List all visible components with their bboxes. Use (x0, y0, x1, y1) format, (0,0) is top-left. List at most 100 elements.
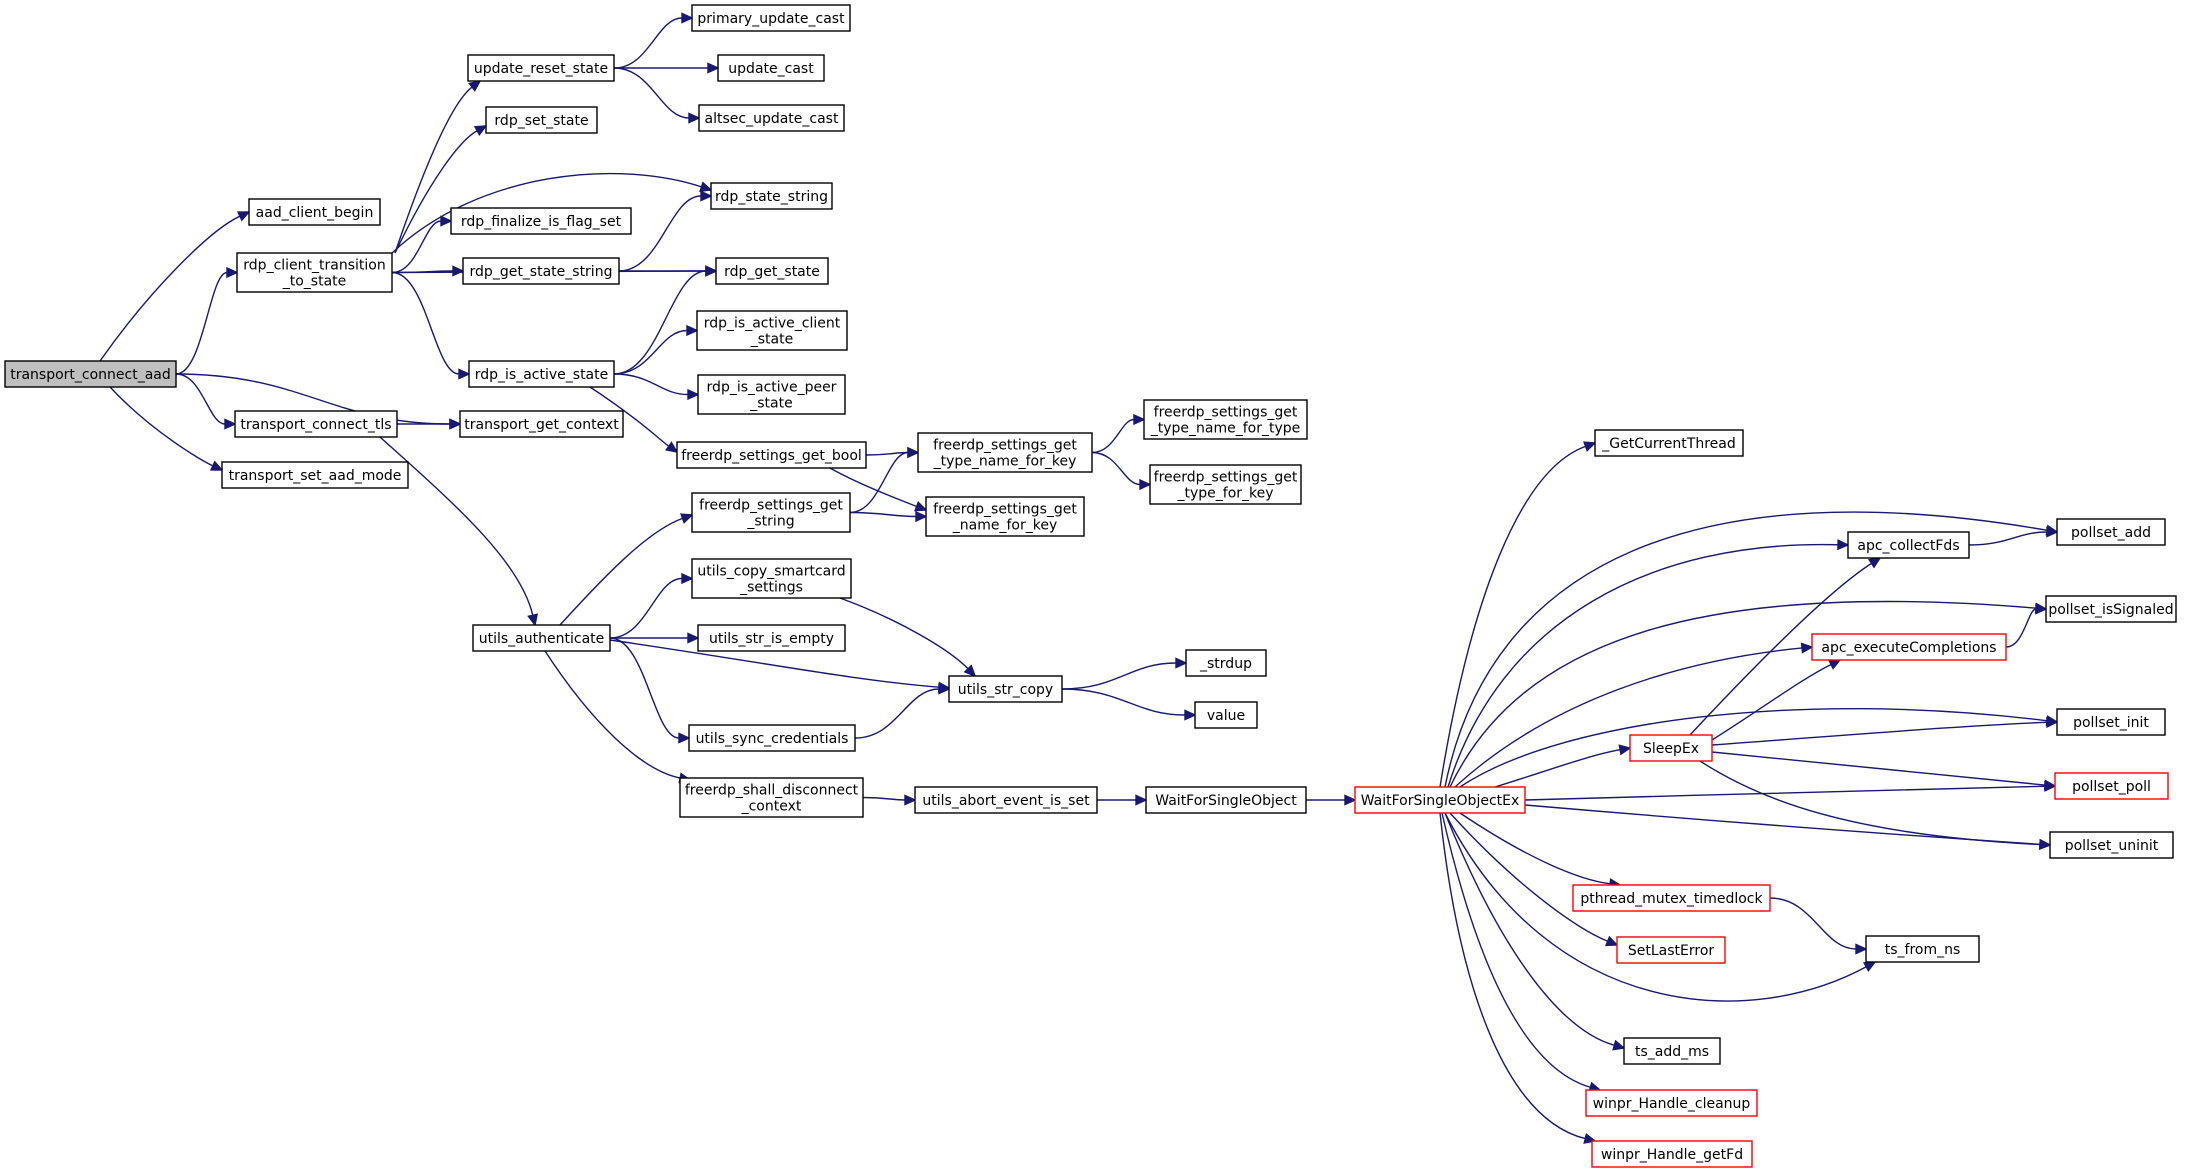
node-box[interactable] (462, 257, 620, 285)
node-box[interactable] (1143, 399, 1308, 440)
node-transport-set-aad-mode[interactable]: transport_set_aad_mode (221, 461, 409, 489)
node-utils-copy-smartcard-settings[interactable]: utils_copy_smartcard_settings (691, 558, 852, 599)
node-utils-sync-credentials[interactable]: utils_sync_credentials (688, 724, 856, 752)
node-winpr-Handle-getFd[interactable]: winpr_Handle_getFd (1591, 1140, 1753, 1168)
node-box[interactable] (1594, 429, 1744, 457)
node-freerdp-settings-get-type-name-for-key[interactable]: freerdp_settings_get_type_name_for_key (917, 432, 1093, 473)
node-box[interactable] (914, 786, 1098, 814)
node-box[interactable] (948, 675, 1063, 703)
node-rdp-is-active-state[interactable]: rdp_is_active_state (468, 360, 615, 388)
node-box[interactable] (676, 441, 867, 469)
node-SetLastError[interactable]: SetLastError (1616, 936, 1726, 964)
node-transport-connect-aad[interactable]: transport_connect_aad (4, 360, 177, 388)
node-GetCurrentThread[interactable]: _GetCurrentThread (1594, 429, 1744, 457)
node-box[interactable] (698, 104, 845, 132)
node-strdup[interactable]: _strdup (1185, 649, 1267, 677)
node-box[interactable] (710, 182, 833, 210)
node-WaitForSingleObject[interactable]: WaitForSingleObject (1145, 786, 1307, 814)
node-utils-str-copy[interactable]: utils_str_copy (948, 675, 1063, 703)
node-box[interactable] (691, 4, 851, 32)
node-box[interactable] (2056, 708, 2166, 736)
node-box[interactable] (2045, 595, 2177, 623)
node-box[interactable] (691, 558, 852, 599)
node-pollset-isSignaled[interactable]: pollset_isSignaled (2045, 595, 2177, 623)
node-box[interactable] (925, 496, 1085, 537)
node-box[interactable] (221, 461, 409, 489)
node-utils-abort-event-is-set[interactable]: utils_abort_event_is_set (914, 786, 1098, 814)
node-box[interactable] (1865, 935, 1980, 963)
node-apc-executeCompletions[interactable]: apc_executeCompletions (1811, 633, 2007, 661)
node-ts-from-ns[interactable]: ts_from_ns (1865, 935, 1980, 963)
node-box[interactable] (696, 310, 848, 351)
node-box[interactable] (1616, 936, 1726, 964)
node-pollset-add[interactable]: pollset_add (2056, 518, 2166, 546)
node-box[interactable] (248, 198, 381, 226)
node-rdp-set-state[interactable]: rdp_set_state (485, 106, 598, 134)
node-box[interactable] (917, 432, 1093, 473)
node-update-reset-state[interactable]: update_reset_state (467, 54, 615, 82)
node-box[interactable] (234, 410, 398, 438)
node-box[interactable] (1185, 649, 1267, 677)
node-WaitForSingleObjectEx[interactable]: WaitForSingleObjectEx (1354, 786, 1526, 814)
node-ts-add-ms[interactable]: ts_add_ms (1623, 1037, 1721, 1065)
node-freerdp-settings-get-string[interactable]: freerdp_settings_get_string (691, 492, 851, 533)
node-box[interactable] (1194, 701, 1258, 729)
node-box[interactable] (1811, 633, 2007, 661)
node-box[interactable] (1629, 734, 1713, 762)
node-box[interactable] (459, 410, 624, 438)
node-box[interactable] (1572, 884, 1771, 912)
node-primary-update-cast[interactable]: primary_update_cast (691, 4, 851, 32)
node-box[interactable] (2056, 518, 2166, 546)
node-box[interactable] (688, 724, 856, 752)
node-rdp-state-string[interactable]: rdp_state_string (710, 182, 833, 210)
node-altsec-update-cast[interactable]: altsec_update_cast (698, 104, 845, 132)
node-box[interactable] (1585, 1089, 1758, 1117)
node-box[interactable] (1354, 786, 1526, 814)
node-box[interactable] (236, 252, 393, 293)
node-box[interactable] (715, 257, 829, 285)
node-box[interactable] (1145, 786, 1307, 814)
node-pollset-poll[interactable]: pollset_poll (2054, 772, 2169, 800)
node-freerdp-settings-get-type-for-key[interactable]: freerdp_settings_get_type_for_key (1149, 464, 1302, 505)
node-box[interactable] (450, 207, 632, 235)
node-box[interactable] (467, 54, 615, 82)
node-pollset-init[interactable]: pollset_init (2056, 708, 2166, 736)
node-winpr-Handle-cleanup[interactable]: winpr_Handle_cleanup (1585, 1089, 1758, 1117)
node-box[interactable] (472, 624, 611, 652)
node-box[interactable] (1623, 1037, 1721, 1065)
node-box[interactable] (1847, 531, 1970, 559)
node-box[interactable] (697, 374, 846, 415)
node-aad-client-begin[interactable]: aad_client_begin (248, 198, 381, 226)
node-utils-str-is-empty[interactable]: utils_str_is_empty (697, 624, 846, 652)
node-utils-authenticate[interactable]: utils_authenticate (472, 624, 611, 652)
node-rdp-get-state[interactable]: rdp_get_state (715, 257, 829, 285)
node-transport-get-context[interactable]: transport_get_context (459, 410, 624, 438)
node-rdp-client-transition-to-state[interactable]: rdp_client_transition_to_state (236, 252, 393, 293)
node-rdp-finalize-is-flag-set[interactable]: rdp_finalize_is_flag_set (450, 207, 632, 235)
node-update-cast[interactable]: update_cast (717, 54, 825, 82)
node-box[interactable] (4, 360, 177, 388)
node-freerdp-shall-disconnect-context[interactable]: freerdp_shall_disconnect_context (679, 777, 864, 818)
node-freerdp-settings-get-bool[interactable]: freerdp_settings_get_bool (676, 441, 867, 469)
node-box[interactable] (697, 624, 846, 652)
node-freerdp-settings-get-type-name-for-type[interactable]: freerdp_settings_get_type_name_for_type (1143, 399, 1308, 440)
node-rdp-is-active-client-state[interactable]: rdp_is_active_client_state (696, 310, 848, 351)
node-box[interactable] (691, 492, 851, 533)
node-value[interactable]: value (1194, 701, 1258, 729)
node-apc-collectFds[interactable]: apc_collectFds (1847, 531, 1970, 559)
node-pollset-uninit[interactable]: pollset_uninit (2049, 831, 2174, 859)
node-box[interactable] (2049, 831, 2174, 859)
node-box[interactable] (1149, 464, 1302, 505)
node-box[interactable] (468, 360, 615, 388)
node-box[interactable] (679, 777, 864, 818)
node-freerdp-settings-get-name-for-key[interactable]: freerdp_settings_get_name_for_key (925, 496, 1085, 537)
node-pthread-mutex-timedlock[interactable]: pthread_mutex_timedlock (1572, 884, 1771, 912)
node-box[interactable] (1591, 1140, 1753, 1168)
node-box[interactable] (717, 54, 825, 82)
node-transport-connect-tls[interactable]: transport_connect_tls (234, 410, 398, 438)
node-rdp-get-state-string[interactable]: rdp_get_state_string (462, 257, 620, 285)
node-rdp-is-active-peer-state[interactable]: rdp_is_active_peer_state (697, 374, 846, 415)
node-SleepEx[interactable]: SleepEx (1629, 734, 1713, 762)
node-box[interactable] (485, 106, 598, 134)
node-box[interactable] (2054, 772, 2169, 800)
